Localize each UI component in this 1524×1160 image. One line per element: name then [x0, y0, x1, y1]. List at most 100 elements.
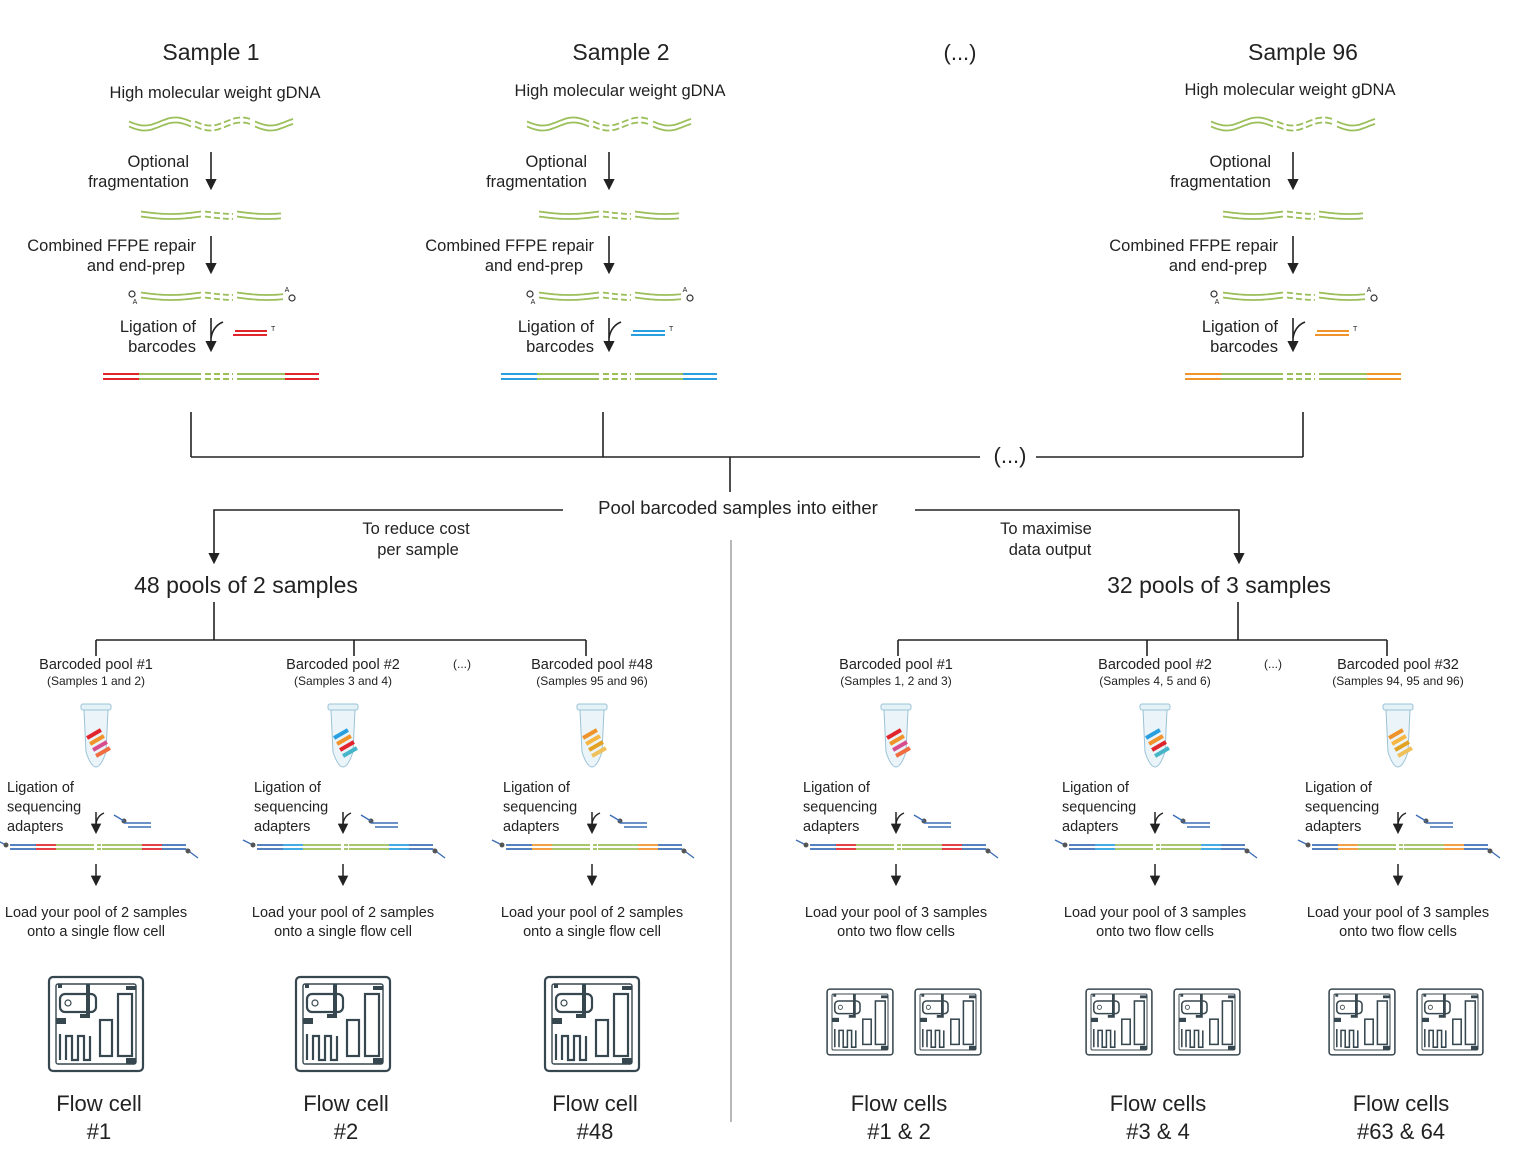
merge-ellipsis: (...) — [994, 443, 1027, 468]
load-label-2: onto a single flow cell — [523, 924, 661, 940]
barcode-ligation-arrow — [205, 318, 224, 353]
flow-cell-array — [345, 1018, 361, 1058]
flow-cell-detail — [1423, 994, 1478, 1018]
frag-label-1: Optional — [1210, 153, 1271, 171]
pool-name: Barcoded pool #32 — [1337, 657, 1459, 673]
motor-protein-icon — [1487, 848, 1493, 854]
barcoded-fragment — [585, 734, 601, 746]
pool-tree-right — [897, 602, 1388, 656]
flow-cell-detail — [1179, 1017, 1186, 1022]
gdna-strand — [1336, 118, 1376, 127]
barcoded-fragment — [889, 734, 905, 746]
flow-cell-port — [834, 1000, 861, 1015]
barcoded-fragment — [1388, 728, 1404, 740]
right-branch-label-2: data output — [1009, 541, 1092, 559]
tube-icon — [1382, 703, 1414, 768]
gdna-strand-dashed — [592, 121, 650, 132]
flow-cell-dot — [1427, 1004, 1433, 1010]
motor-protein-icon — [803, 842, 809, 848]
dna-label: High molecular weight gDNA — [515, 82, 726, 100]
adapter-step-label: adapters — [803, 819, 859, 835]
flow-cell-array — [1209, 1018, 1219, 1046]
fragment-strand-dashed — [204, 215, 234, 220]
fragment-strand — [538, 210, 600, 215]
barcoded-fragment — [892, 740, 908, 752]
load-label-2: onto a single flow cell — [274, 924, 412, 940]
fragment-strand — [236, 215, 282, 220]
lig-label-1: Ligation of — [1202, 318, 1279, 336]
tube-cap — [1382, 703, 1414, 711]
gdna-strand — [652, 123, 692, 132]
load-label-2: onto two flow cells — [1339, 924, 1457, 940]
right-branch-label-1: To maximise — [1000, 520, 1092, 538]
lig-label-1: Ligation of — [518, 318, 595, 336]
fragment-strand — [634, 215, 680, 220]
flow-cell-detail — [1422, 1017, 1429, 1022]
flow-cell-channels — [922, 1028, 945, 1048]
tube-cap — [880, 703, 912, 711]
dna-label: High molecular weight gDNA — [110, 84, 321, 102]
barcoded-fragment — [1145, 728, 1161, 740]
phosphate-end-icon — [526, 290, 534, 298]
merge-connector — [190, 412, 1304, 492]
flow-cell-detail — [921, 994, 976, 1018]
frag-label-2: fragmentation — [88, 173, 189, 191]
flow-cell-detail — [881, 1045, 888, 1050]
adapter-hook — [95, 812, 105, 825]
fragment-strand — [634, 210, 680, 215]
gdna-strand-icon — [526, 116, 692, 132]
barcoded-dna-icon — [1185, 373, 1401, 380]
load-label-2: onto a single flow cell — [27, 924, 165, 940]
flow-cell-channels — [58, 1034, 92, 1062]
flow-cell-icon — [543, 975, 641, 1073]
sample-title: Sample 96 — [1248, 39, 1358, 65]
endprep-strand-dashed — [1286, 291, 1316, 296]
left-branch-title: 48 pools of 2 samples — [134, 572, 358, 598]
gdna-strand — [254, 118, 294, 127]
flow-cell-outline — [47, 975, 145, 1073]
barcoded-fragment — [92, 740, 108, 752]
flow-cell-array — [363, 992, 381, 1058]
pool-name: Barcoded pool #2 — [286, 657, 400, 673]
gdna-strand — [128, 121, 192, 132]
barcode-ligation-arrow — [603, 318, 622, 353]
fragment-strand — [1222, 215, 1284, 220]
barcoded-fragment — [1148, 734, 1164, 746]
pool-column: Barcoded pool #2(Samples 3 and 4)Ligatio… — [242, 657, 446, 1144]
flow-cell-outline — [294, 975, 392, 1073]
barcode-oligo-icon: T — [233, 326, 276, 336]
flow-cell-detail — [920, 1017, 927, 1022]
adapter-strand — [1415, 814, 1427, 822]
fragmented-dna-icon — [1222, 210, 1364, 220]
flow-cell-label-2: #48 — [577, 1119, 614, 1144]
flow-cell-array — [962, 1000, 974, 1046]
flow-cell-icon — [294, 975, 392, 1073]
sample-title: Sample 1 — [162, 39, 259, 65]
flow-cell-array — [862, 1018, 872, 1046]
flow-cell-port — [58, 992, 98, 1014]
gdna-strand — [1210, 116, 1274, 127]
flow-cell-dot — [311, 999, 319, 1007]
barcoded-fragment — [95, 746, 111, 758]
adapter-step-label: sequencing — [803, 800, 877, 816]
flow-cell-dot — [837, 1004, 843, 1010]
pool-name: Barcoded pool #1 — [39, 657, 153, 673]
flow-cell-outline — [543, 975, 641, 1073]
endprep-strand — [538, 291, 600, 296]
a-tail-label: A — [133, 299, 138, 306]
adapter-step-label: adapters — [1062, 819, 1118, 835]
t-overhang-label: T — [271, 326, 276, 333]
fragmented-dna-icon — [538, 210, 680, 220]
adapter-hook — [591, 812, 601, 825]
fragment-strand — [1222, 210, 1284, 215]
t-overhang-label: T — [1353, 326, 1358, 333]
phosphate-end-icon — [288, 294, 296, 302]
flow-cell-dot — [64, 999, 72, 1007]
adapter-hook — [895, 812, 905, 825]
flow-cell-label-1: Flow cell — [56, 1091, 142, 1116]
gdna-strand — [526, 116, 590, 127]
barcoded-fragment — [1391, 734, 1407, 746]
barcoded-fragment — [336, 734, 352, 746]
motor-protein-icon — [1244, 848, 1250, 854]
